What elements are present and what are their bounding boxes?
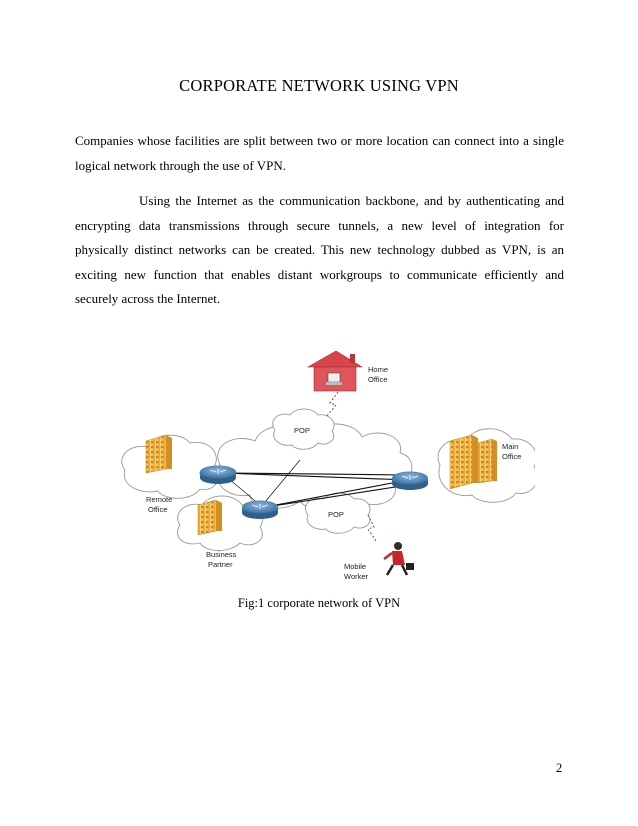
business-partner-building-icon <box>197 499 222 536</box>
vpn-network-figure: Home Office Main Office Remote Office Bu… <box>110 345 539 587</box>
label-mobile-worker-1: Mobile <box>344 562 366 571</box>
label-mobile-worker-2: Worker <box>344 572 369 581</box>
label-home-office-2: Office <box>368 375 387 384</box>
label-main-office-1: Main <box>502 442 518 451</box>
main-office-building-icon <box>449 434 497 490</box>
label-pop-bottom: POP <box>328 510 344 519</box>
label-business-partner-2: Partner <box>208 560 233 569</box>
router-partner <box>242 500 278 519</box>
label-remote-office-2: Office <box>148 505 167 514</box>
wireless-links <box>325 391 377 542</box>
label-pop-top: POP <box>294 426 310 435</box>
figure-caption: Fig:1 corporate network of VPN <box>237 596 401 610</box>
network-diagram: Home Office Main Office Remote Office Bu… <box>121 350 539 581</box>
page-number: 2 <box>556 761 563 775</box>
page-title: CORPORATE NETWORK USING VPN <box>179 76 459 95</box>
pop-cloud-top <box>272 408 335 450</box>
network-links <box>221 459 409 509</box>
router-main <box>392 471 428 490</box>
home-office-house-icon <box>306 350 364 392</box>
label-business-partner-1: Business <box>206 550 237 559</box>
label-remote-office-1: Remote <box>146 495 172 504</box>
label-main-office-2: Office <box>502 452 521 461</box>
router-remote <box>199 465 237 484</box>
mobile-worker-icon <box>383 542 414 576</box>
label-home-office-1: Home <box>368 365 388 374</box>
remote-office-building-icon <box>145 434 172 474</box>
paragraph-intro: Companies whose facilities are split bet… <box>75 133 564 173</box>
paragraph-body: Using the Internet as the communication … <box>75 193 564 307</box>
